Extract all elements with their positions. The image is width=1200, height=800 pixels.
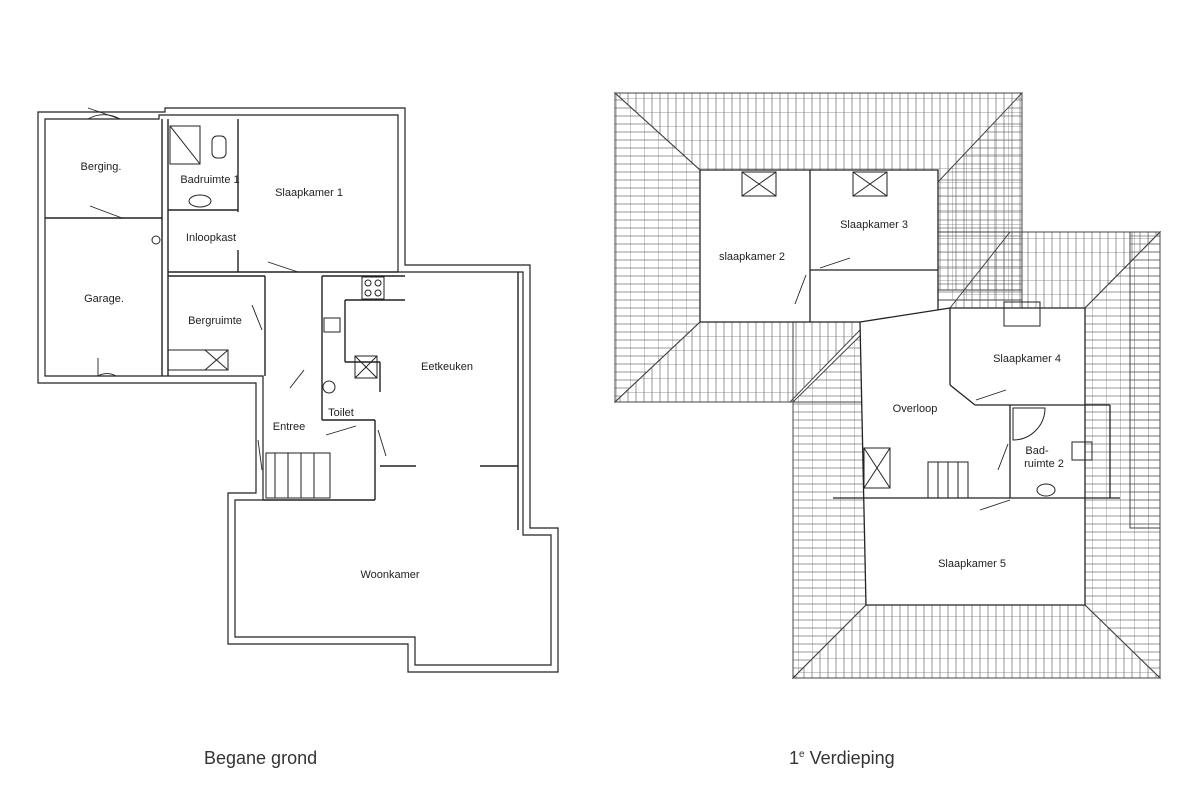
first-floor-fixtures [741, 171, 1093, 499]
first-floor-title: 1e Verdieping [789, 748, 895, 769]
first-floor-title-number: 1 [789, 748, 800, 768]
room-label-overloop: Overloop [893, 403, 938, 415]
first-floor-title-word: Verdieping [804, 748, 895, 768]
room-label-slaapkamer-3: Slaapkamer 3 [840, 219, 908, 231]
ground-floor-plan [37, 107, 559, 673]
room-label-garage: Garage. [84, 293, 124, 305]
ground-floor-interior-walls [45, 119, 519, 530]
room-label-toilet: Toilet [328, 407, 354, 419]
room-label-eetkeuken: Eetkeuken [421, 361, 473, 373]
room-label-entree: Entree [273, 421, 305, 433]
ground-floor-doors [87, 107, 387, 471]
ground-floor-outer-wall [37, 107, 559, 673]
room-label-slaapkamer-4: Slaapkamer 4 [993, 353, 1061, 365]
first-floor-walls [699, 169, 1120, 606]
room-label-inloopkast: Inloopkast [186, 232, 236, 244]
room-label-slaapkamer-1: Slaapkamer 1 [275, 187, 343, 199]
room-label-badruimte-2-line1: Bad- [1025, 445, 1049, 457]
room-label-badruimte-1: Badruimte 1 [180, 174, 239, 186]
first-floor-doors [794, 257, 1011, 511]
room-label-badruimte-2-line2: ruimte 2 [1024, 458, 1064, 470]
room-label-woonkamer: Woonkamer [360, 569, 419, 581]
room-label-berging: Berging. [81, 161, 122, 173]
first-floor-plan [613, 91, 1162, 680]
first-floor-title-suffix: e [799, 749, 805, 760]
ground-floor-title: Begane grond [204, 748, 318, 768]
room-label-bergruimte: Bergruimte [188, 315, 242, 327]
ground-floor-fixtures [151, 125, 385, 499]
room-label-slaapkamer-2: slaapkamer 2 [719, 251, 785, 263]
room-label-slaapkamer-5: Slaapkamer 5 [938, 558, 1006, 570]
roof-right-section [791, 230, 1162, 680]
